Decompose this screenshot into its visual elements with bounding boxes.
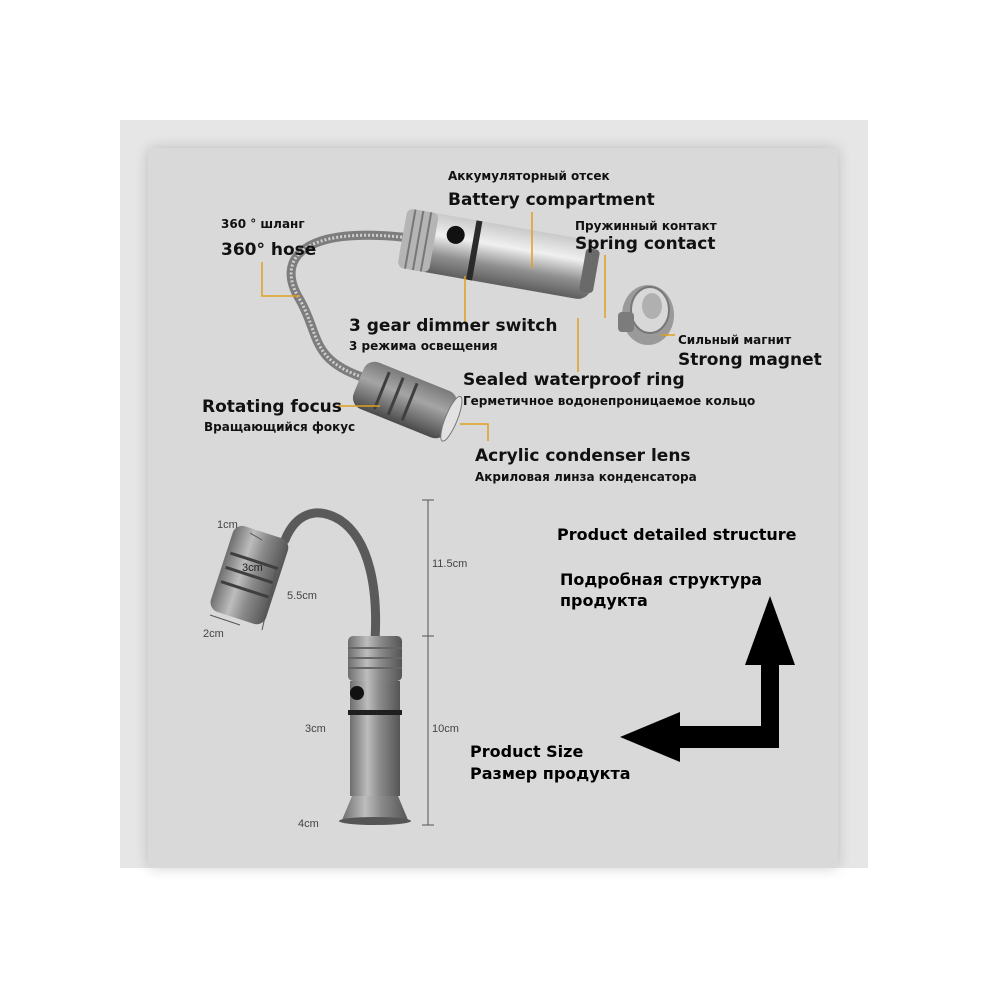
battery-label-ru: Аккумуляторный отсек <box>448 169 610 183</box>
heading-size-ru: Размер продукта <box>470 764 631 783</box>
lens-label-en: Acrylic condenser lens <box>475 446 691 466</box>
magnet-label-ru: Сильный магнит <box>678 333 792 347</box>
heading-size-en: Product Size <box>470 742 584 761</box>
size-hose <box>280 508 381 645</box>
dim-head-height: 1cm <box>217 519 238 531</box>
callout-lines <box>261 212 675 441</box>
dimmer-label-en: 3 gear dimmer switch <box>349 316 558 336</box>
spring-label-ru: Пружинный контакт <box>575 219 717 233</box>
size-body <box>350 681 400 796</box>
waterproof-ring <box>466 220 483 281</box>
arrow-up-head <box>745 596 795 665</box>
dimmer-switch-button <box>446 225 465 244</box>
spring-label-en: Spring contact <box>575 234 716 254</box>
focus-head <box>352 361 458 439</box>
focus-label-en: Rotating focus <box>202 397 342 417</box>
dim-head-width: 2cm <box>203 628 224 640</box>
dim-base-diameter: 4cm <box>298 818 319 830</box>
focus-label-ru: Вращающийся фокус <box>204 420 356 434</box>
hose-label-en: 360° hose <box>221 240 317 260</box>
dim-hose-length: 11.5cm <box>432 558 468 570</box>
battery-label-en: Battery compartment <box>448 190 655 210</box>
dim-body-length: 10cm <box>432 723 459 735</box>
dimmer-label-ru: 3 режима освещения <box>349 339 498 353</box>
top-flashlight <box>286 209 674 442</box>
seal-label-ru: Герметичное водонепроницаемое кольцо <box>463 394 756 408</box>
seal-label-en: Sealed waterproof ring <box>463 370 685 390</box>
hose-label-ru: 360 ° шланг <box>221 217 305 231</box>
dim-head-length: 5.5cm <box>287 590 317 602</box>
size-base <box>342 796 408 820</box>
magnet-cap <box>618 285 674 345</box>
dim-head-diameter: 3cm <box>242 562 263 574</box>
direction-arrows <box>620 596 795 762</box>
lens-label-ru: Акриловая линза конденсатора <box>475 470 697 484</box>
arrow-left-head <box>620 712 680 762</box>
heading-structure-en: Product detailed structure <box>557 525 797 544</box>
dim-body-diameter: 3cm <box>305 723 326 735</box>
magnet-label-en: Strong magnet <box>678 350 822 370</box>
heading-structure-ru-2: продукта <box>560 591 648 610</box>
heading-structure-ru-1: Подробная структура <box>560 570 763 589</box>
dimension-lines <box>209 499 434 826</box>
size-flashlight <box>210 508 411 825</box>
